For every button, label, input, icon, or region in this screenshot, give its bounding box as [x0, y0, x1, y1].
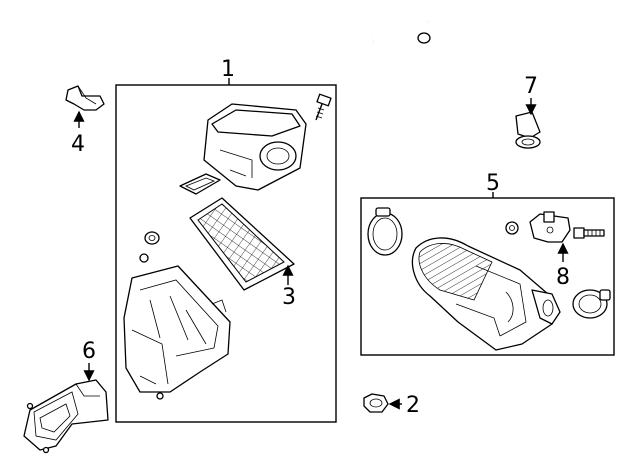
callout-2: 2: [406, 393, 420, 418]
inlet-duct-part-6: [23, 379, 109, 454]
air-cleaner-cover: [203, 103, 307, 191]
assembly-box-1: [115, 84, 337, 423]
bracket-part-4: [65, 85, 105, 111]
callout-4: 4: [71, 132, 85, 157]
nut-part-2: [363, 393, 389, 413]
grommet-small: [139, 231, 160, 263]
cover-bolt: [315, 93, 332, 121]
vent-hose-part-7: [371, 20, 541, 149]
callout-6: 6: [82, 339, 96, 364]
housing-gasket: [179, 173, 221, 195]
sensor-part-8: [505, 211, 605, 243]
air-filter-element: [189, 197, 295, 291]
callout-8: 8: [556, 265, 570, 290]
callout-3: 3: [282, 285, 296, 310]
callout-1: 1: [221, 57, 235, 82]
callout-7: 7: [524, 74, 538, 99]
hose-clamp-right: [572, 289, 611, 319]
air-cleaner-lower-housing: [123, 265, 231, 400]
callout-5: 5: [486, 171, 500, 196]
assembly-box-5: [360, 197, 615, 356]
hose-clamp-left: [367, 207, 403, 256]
outlet-duct: [411, 237, 561, 351]
